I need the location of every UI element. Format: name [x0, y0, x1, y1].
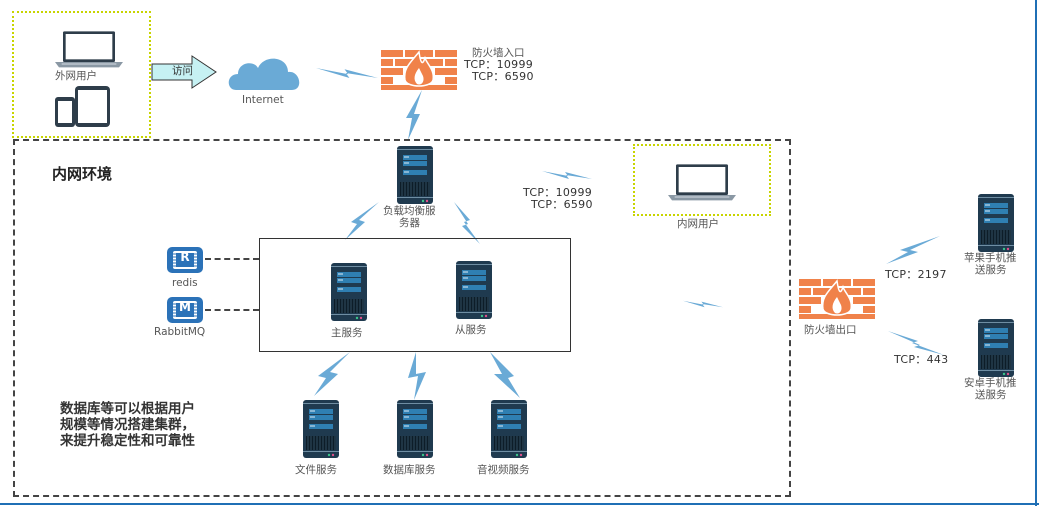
- connection-bolt-firewall-out: [683, 300, 723, 308]
- android-push-port: TCP：443: [894, 353, 949, 366]
- connection-bolt-android-push: [888, 331, 944, 355]
- av-service-label: 音视频服务: [477, 464, 530, 476]
- firewall-out-label: 防火墙出口: [804, 324, 857, 336]
- frame-border-right: [1035, 0, 1037, 506]
- android-push-server-icon: [978, 319, 1014, 377]
- cluster-note-line-3: 来提升稳定性和可靠性: [60, 433, 195, 449]
- database-service-server-icon: [397, 400, 433, 458]
- android-push-label-1: 安卓手机推: [964, 377, 1017, 389]
- redis-glyph: R: [180, 250, 190, 264]
- apple-push-server-icon: [978, 194, 1014, 252]
- av-service-server-icon: [491, 400, 527, 458]
- intranet-environment-boundary: [13, 139, 791, 497]
- primary-service-label: 主服务: [331, 327, 363, 339]
- load-balancer-server-icon: [397, 146, 433, 204]
- external-users-label: 外网用户: [55, 70, 97, 82]
- internet-label: Internet: [242, 94, 284, 106]
- intranet-laptop-icon: [668, 164, 736, 201]
- load-balancer-label-2: 务器: [399, 217, 420, 229]
- firewall-in-label: 防火墙入口: [472, 47, 525, 59]
- connection-bolt-lb-intranet-user: [542, 171, 592, 179]
- access-arrow: [151, 55, 217, 89]
- rabbitmq-glyph: M: [179, 300, 191, 314]
- apple-push-port: TCP：2197: [885, 268, 947, 281]
- file-service-server-icon: [303, 400, 339, 458]
- connection-bolt-internet-firewall: [316, 68, 378, 78]
- intranet-user-group: [633, 144, 771, 216]
- external-users-group: [12, 11, 151, 138]
- firewall-in-icon: [381, 50, 457, 90]
- connection-bolt-apple-push: [886, 236, 940, 264]
- tablet-phone-icon: [55, 86, 110, 127]
- cluster-note-line-2: 规模等情况搭建集群，: [60, 417, 195, 433]
- redis-connector: [205, 258, 259, 260]
- firewall-in-port-1: TCP：10999: [464, 58, 534, 71]
- intranet-title: 内网环境: [52, 165, 113, 183]
- laptop-icon: [55, 31, 123, 68]
- android-push-label-2: 送服务: [975, 389, 1007, 401]
- cloud-icon: [228, 58, 300, 90]
- connection-bolt-file-service: [314, 352, 350, 396]
- primary-service-server-icon: [331, 263, 367, 321]
- connection-bolt-av-service: [490, 352, 520, 398]
- cluster-note: 数据库等可以根据用户 规模等情况搭建集群， 来提升稳定性和可靠性: [60, 401, 195, 449]
- secondary-service-server-icon: [456, 261, 492, 319]
- file-service-label: 文件服务: [295, 464, 337, 476]
- connection-bolt-lb-primary: [345, 202, 379, 240]
- access-arrow-label: 访问: [172, 65, 193, 77]
- connection-bolt-firewall-lb: [406, 90, 422, 140]
- intranet-user-port-1: TCP：10999: [523, 186, 593, 199]
- intranet-user-label: 内网用户: [677, 218, 719, 230]
- secondary-service-label: 从服务: [455, 324, 487, 336]
- rabbitmq-connector: [205, 309, 259, 311]
- database-service-label: 数据库服务: [383, 464, 436, 476]
- apple-push-label-2: 送服务: [975, 264, 1007, 276]
- rabbitmq-label: RabbitMQ: [154, 326, 206, 338]
- firewall-out-icon: [799, 279, 875, 319]
- frame-border-bottom: [0, 503, 1039, 505]
- cluster-note-line-1: 数据库等可以根据用户: [60, 401, 195, 417]
- intranet-user-port-2: TCP：6590: [531, 198, 593, 211]
- apple-push-label-1: 苹果手机推: [964, 252, 1017, 264]
- core-services-box: [259, 238, 571, 352]
- firewall-in-port-2: TCP：6590: [472, 70, 534, 83]
- redis-label: redis: [172, 277, 198, 289]
- load-balancer-label-1: 负载均衡服: [383, 205, 436, 217]
- connection-bolt-database-service: [408, 352, 426, 400]
- connection-bolt-lb-secondary: [454, 202, 480, 244]
